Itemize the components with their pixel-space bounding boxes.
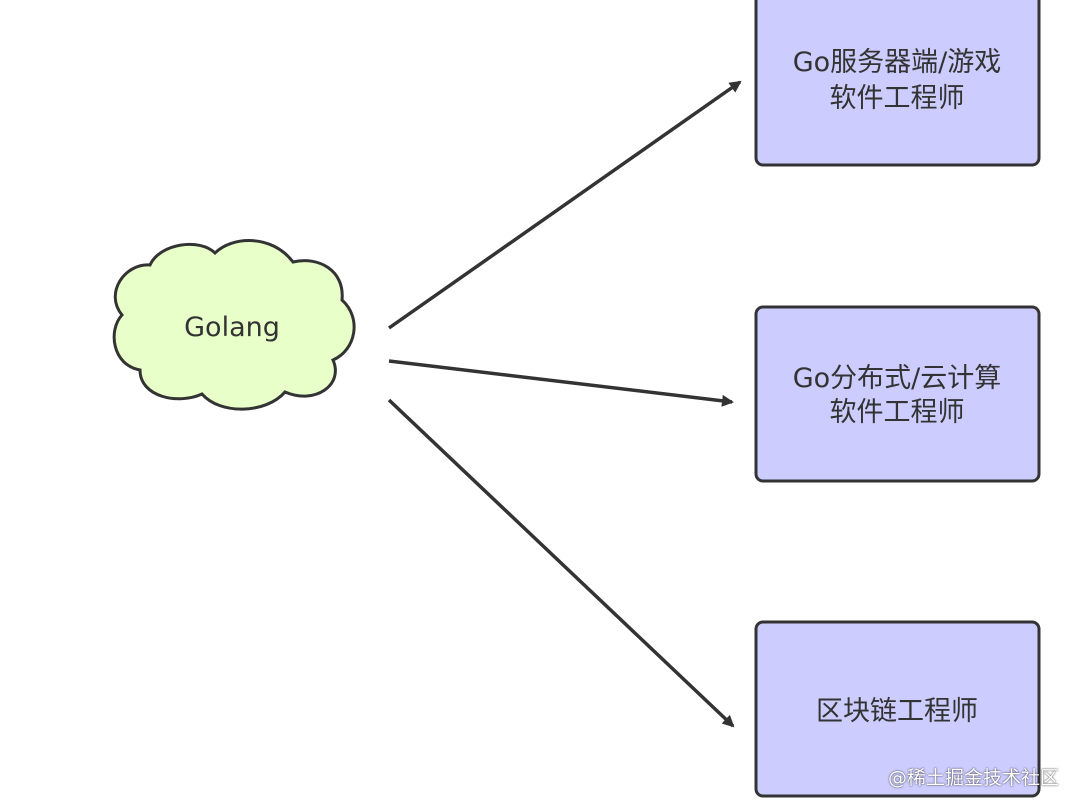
distributed-cloud-engineer-box — [754, 305, 1041, 483]
arrow-to-server-game-engineer — [387, 80, 742, 330]
distributed-cloud-engineer-node[interactable]: Go分布式/云计算 软件工程师 — [754, 305, 1041, 483]
blockchain-engineer-node[interactable]: 区块链工程师 — [754, 620, 1041, 798]
watermark-text: @稀土掘金技术社区 — [887, 767, 1059, 789]
server-game-engineer-node[interactable]: Go服务器端/游戏 软件工程师 — [754, 0, 1041, 167]
distributed-cloud-engineer-line-2: 软件工程师 — [830, 397, 965, 428]
golang-cloud-node[interactable]: Golang — [112, 239, 356, 411]
golang-label: Golang — [184, 312, 280, 343]
distributed-cloud-engineer-line-1: Go分布式/云计算 — [793, 363, 1002, 394]
cloud-shape — [112, 239, 356, 411]
server-game-engineer-line-1: Go服务器端/游戏 — [793, 47, 1002, 78]
blockchain-engineer-box — [754, 620, 1041, 798]
server-game-engineer-box — [754, 0, 1041, 167]
arrow-to-blockchain-engineer — [387, 398, 735, 728]
arrow-to-distributed-cloud-engineer — [388, 359, 734, 407]
server-game-engineer-line-2: 软件工程师 — [830, 83, 965, 114]
blockchain-engineer-label: 区块链工程师 — [816, 696, 978, 727]
